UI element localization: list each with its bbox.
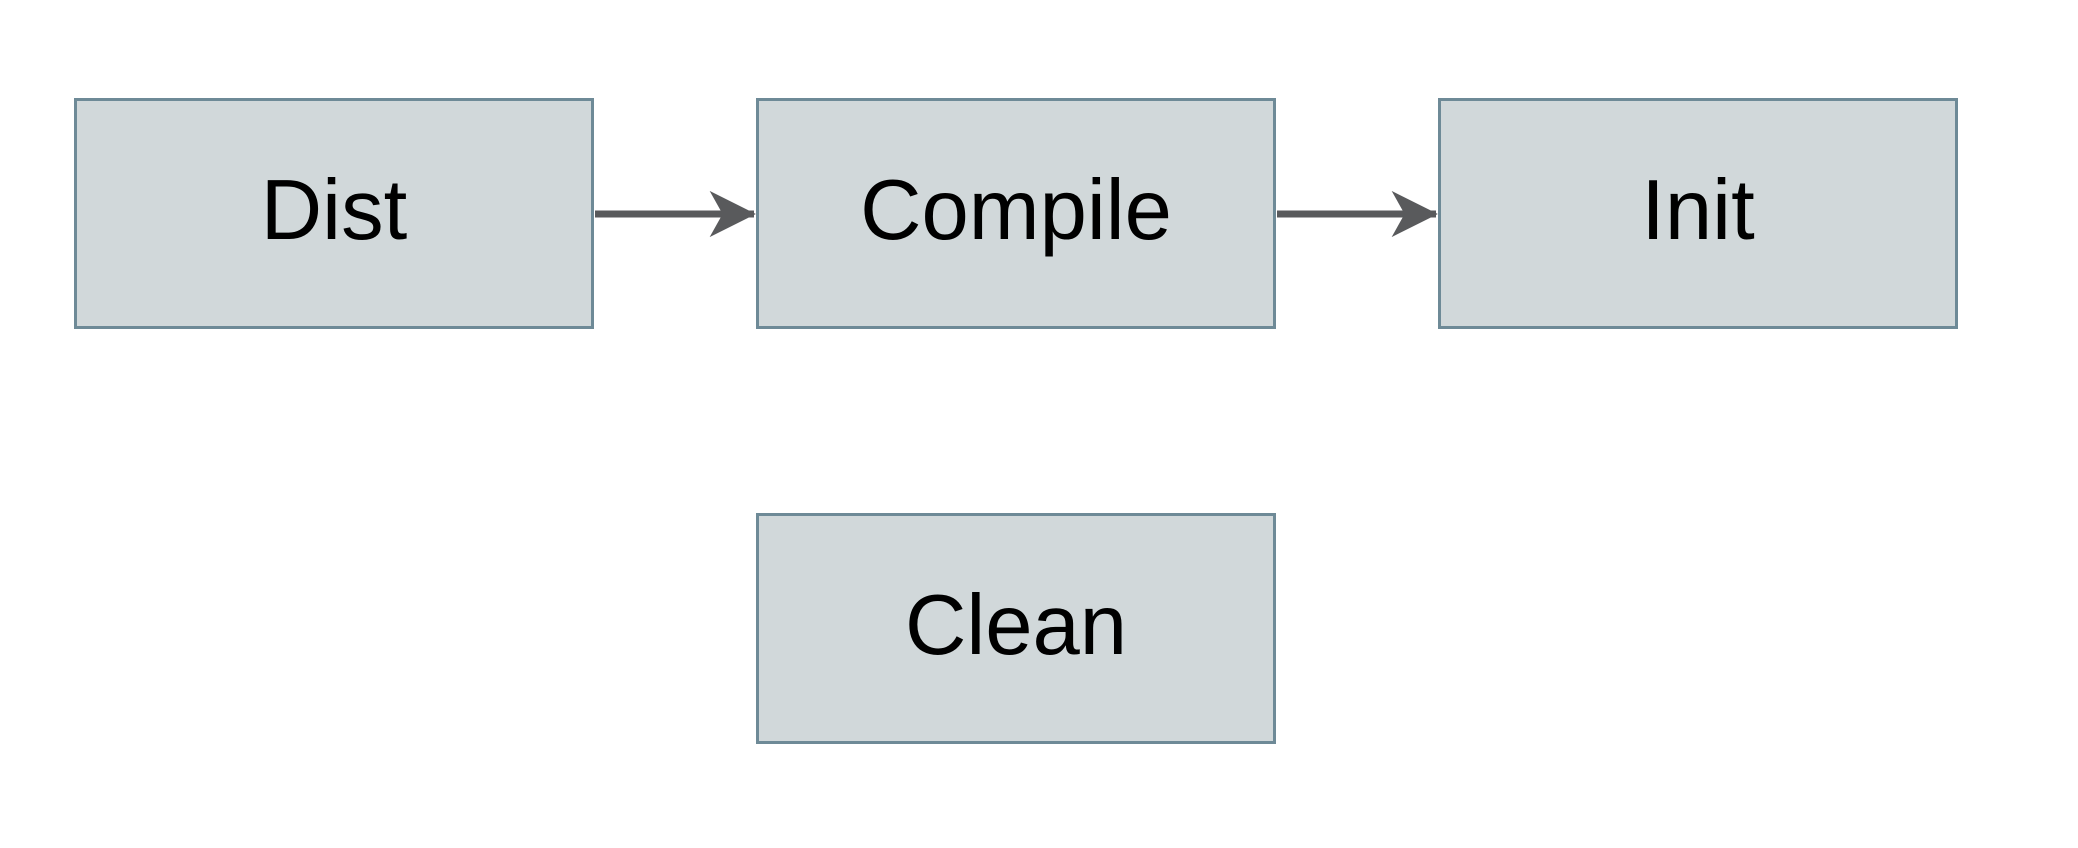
node-dist-label: Dist <box>260 163 408 258</box>
node-init-label: Init <box>1641 163 1755 258</box>
node-init[interactable]: Init <box>1438 98 1958 329</box>
node-compile[interactable]: Compile <box>756 98 1276 329</box>
node-clean[interactable]: Clean <box>756 513 1276 744</box>
node-clean-label: Clean <box>904 578 1128 673</box>
node-compile-label: Compile <box>860 163 1172 258</box>
node-dist[interactable]: Dist <box>74 98 594 329</box>
